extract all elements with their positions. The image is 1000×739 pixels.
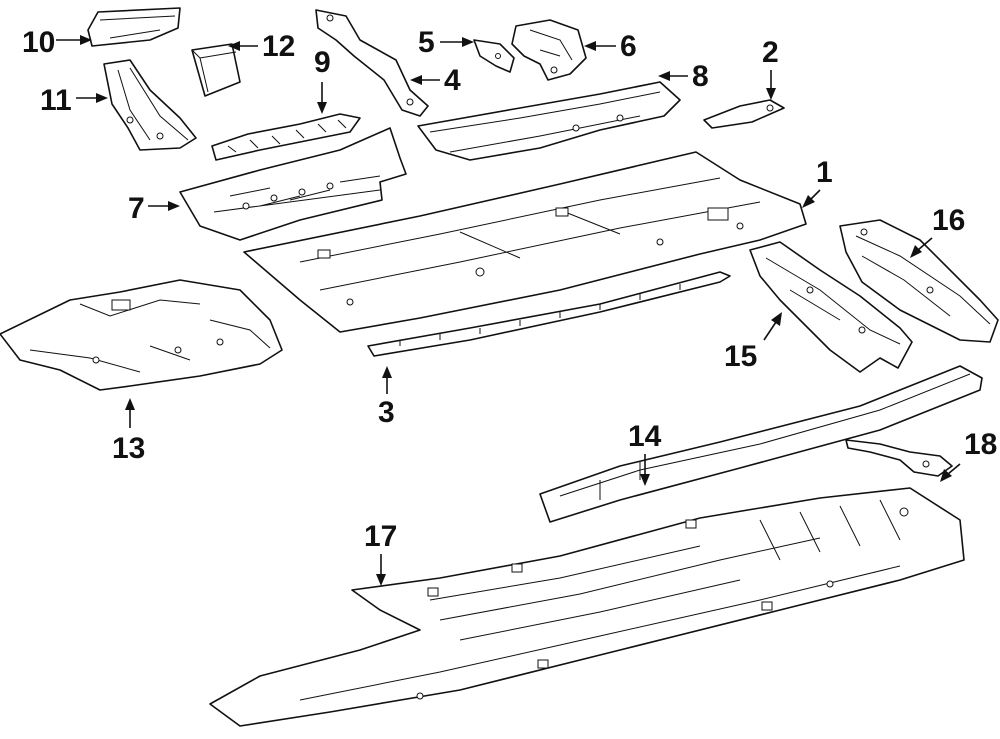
callout-9: 9 — [314, 46, 331, 114]
part-16-rear-rail[interactable] — [839, 219, 999, 343]
svg-text:3: 3 — [378, 396, 395, 429]
svg-text:15: 15 — [724, 340, 757, 373]
svg-text:1: 1 — [816, 156, 833, 189]
part-6-mount[interactable] — [511, 19, 587, 81]
part-9-heat-shield[interactable] — [211, 113, 361, 161]
svg-text:10: 10 — [22, 26, 55, 59]
svg-text:4: 4 — [444, 64, 461, 97]
svg-text:5: 5 — [418, 26, 435, 59]
callout-10: 10 — [22, 26, 92, 59]
part-4-bracket[interactable] — [315, 9, 429, 117]
svg-text:11: 11 — [40, 84, 72, 117]
callout-11: 11 — [40, 84, 108, 117]
callout-1: 1 — [802, 156, 833, 208]
svg-text:7: 7 — [128, 192, 145, 225]
callout-6: 6 — [584, 30, 637, 63]
part-10-bracket[interactable] — [87, 7, 181, 47]
callout-3: 3 — [378, 366, 395, 429]
svg-text:9: 9 — [314, 46, 331, 79]
svg-text:18: 18 — [964, 428, 997, 461]
svg-text:12: 12 — [262, 30, 295, 63]
callout-2: 2 — [762, 36, 779, 100]
callout-4: 4 — [410, 64, 461, 97]
callout-18: 18 — [940, 428, 997, 482]
svg-text:6: 6 — [620, 30, 637, 63]
part-14-sill-panel[interactable] — [539, 365, 983, 523]
part-17-underbody-shield[interactable] — [209, 487, 965, 727]
part-3-rocker-strip[interactable] — [367, 271, 731, 357]
svg-text:16: 16 — [932, 204, 965, 237]
svg-text:17: 17 — [364, 520, 397, 553]
svg-text:13: 13 — [112, 432, 145, 465]
part-18-bracket[interactable] — [845, 439, 953, 477]
callout-12: 12 — [228, 30, 295, 63]
part-15-side-rail[interactable] — [749, 241, 913, 373]
part-1-main-floor-pan[interactable] — [243, 151, 807, 333]
part-11-reinforcement[interactable] — [103, 59, 197, 151]
callout-15: 15 — [724, 312, 782, 373]
part-8-crossmember[interactable] — [417, 81, 681, 161]
callout-5: 5 — [418, 26, 474, 59]
callout-8: 8 — [658, 60, 709, 93]
svg-text:14: 14 — [628, 420, 662, 453]
callout-7: 7 — [128, 192, 180, 225]
callout-16: 16 — [910, 204, 965, 258]
part-12-block[interactable] — [191, 43, 241, 97]
callout-14: 14 — [628, 420, 662, 486]
svg-text:8: 8 — [692, 60, 709, 93]
part-2-tab[interactable] — [703, 99, 785, 129]
part-7-front-floor[interactable] — [179, 127, 407, 241]
svg-text:2: 2 — [762, 36, 779, 69]
part-5-bracket[interactable] — [473, 39, 515, 73]
callout-13: 13 — [112, 398, 145, 465]
callout-17: 17 — [364, 520, 397, 586]
part-13-rear-floor[interactable] — [0, 279, 283, 391]
